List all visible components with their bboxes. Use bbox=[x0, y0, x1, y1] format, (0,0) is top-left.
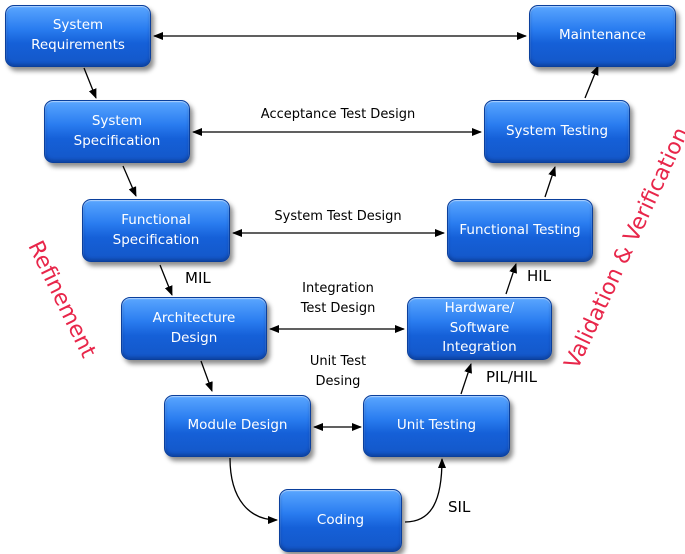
label-acceptance-test-design: Acceptance Test Design bbox=[260, 107, 416, 122]
arrow-coding-to-unit-testing bbox=[404, 458, 446, 523]
label-unit-test-1: Unit Test bbox=[309, 354, 367, 369]
box-system-specification: System Specification bbox=[44, 100, 190, 163]
arrow-up-2 bbox=[505, 263, 517, 295]
box-module-design: Module Design bbox=[164, 395, 311, 457]
label-integration-1: Integration bbox=[302, 281, 374, 296]
box-coding: Coding bbox=[279, 489, 402, 552]
tag-mil: MIL bbox=[185, 269, 211, 287]
tag-pil-hil: PIL/HIL bbox=[486, 368, 537, 386]
box-functional-specification: Functional Specification bbox=[82, 199, 230, 262]
label-integration-2: Test Design bbox=[300, 301, 376, 316]
box-architecture-design: Architecture Design bbox=[121, 297, 267, 360]
tag-sil: SIL bbox=[448, 498, 471, 516]
arrow-down-2 bbox=[122, 165, 137, 197]
arrow-up-3 bbox=[544, 166, 556, 198]
box-functional-testing: Functional Testing bbox=[447, 199, 593, 262]
label-system-test-design: System Test Design bbox=[274, 209, 402, 224]
box-unit-testing: Unit Testing bbox=[363, 395, 510, 457]
box-maintenance: Maintenance bbox=[529, 5, 676, 67]
box-system-requirements: System Requirements bbox=[5, 5, 151, 67]
arrow-module-to-coding bbox=[229, 457, 278, 524]
arrow-down-4 bbox=[200, 360, 213, 392]
label-unit-test-2: Desing bbox=[315, 374, 361, 389]
arrow-down-3 bbox=[159, 264, 173, 296]
arrow-up-4 bbox=[584, 65, 599, 99]
arrow-up-1 bbox=[460, 363, 472, 395]
tag-hil: HIL bbox=[527, 267, 552, 285]
box-hw-sw-integration: Hardware/ Software Integration bbox=[407, 297, 552, 360]
arrow-down-1 bbox=[83, 67, 97, 99]
box-system-testing: System Testing bbox=[484, 100, 630, 163]
